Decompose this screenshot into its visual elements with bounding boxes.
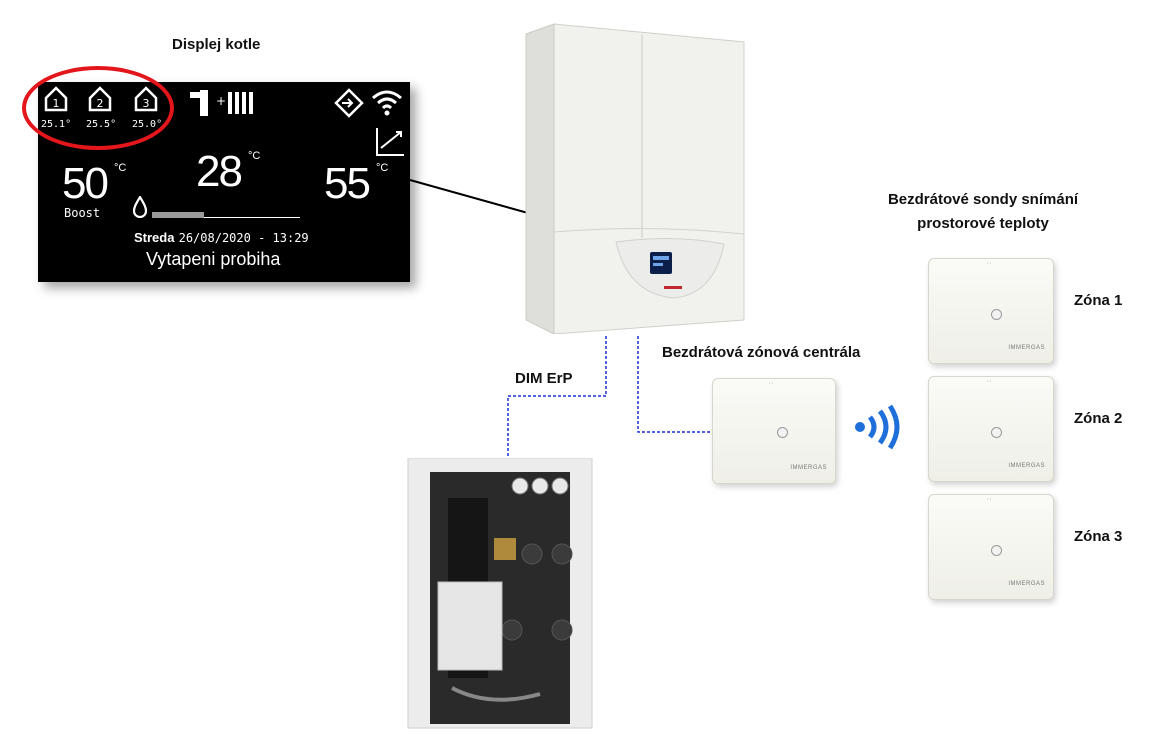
boost-label: Boost: [64, 206, 101, 220]
zone1-sensor-logo: IMMERGAS: [1008, 345, 1045, 351]
zone1-sensor: ' ' IMMERGAS: [928, 258, 1054, 364]
zone-central-unit: ' ' IMMERGAS: [712, 378, 836, 484]
zone3-label: Zóna 3: [1074, 528, 1123, 545]
flame-icon: [132, 194, 148, 222]
day-label: Streda: [134, 230, 175, 245]
datetime-row: Streda 26/08/2020 - 13:29: [134, 230, 309, 246]
sensors-title: Bezdrátové sondy snímání prostorové tepl…: [887, 191, 1079, 232]
room-temp-unit: °C: [248, 150, 261, 162]
zone2-label: Zóna 2: [1074, 410, 1123, 427]
zone3-sensor-logo: IMMERGAS: [1008, 581, 1045, 587]
central-brand-logo: IMMERGAS: [790, 465, 827, 471]
central-title: Bezdrátová zónová centrála: [662, 344, 861, 361]
flow-temp-unit: °C: [376, 162, 389, 174]
zone2-sensor: ' ' IMMERGAS: [928, 376, 1054, 482]
dhw-temp-unit: °C: [114, 162, 127, 174]
boiler-unit: [524, 20, 748, 335]
date-time: 26/08/2020 - 13:29: [178, 231, 309, 245]
dim-label: DIM ErP: [515, 370, 573, 387]
heat-source-diamond-icon: [334, 88, 364, 122]
wireless-signal-icon: [854, 404, 904, 455]
zone1-label: Zóna 1: [1074, 292, 1123, 309]
central-connection-line: [637, 336, 712, 433]
dim-erp-unit: [400, 457, 600, 736]
dhw-temp-value: 50: [62, 159, 109, 208]
zone3-sensor: ' ' IMMERGAS: [928, 494, 1054, 600]
flame-level-bar: [152, 212, 300, 218]
status-text: Vytapeni probiha: [146, 249, 281, 269]
room-temp-value: 28: [196, 147, 243, 196]
dim-connection-line: [507, 336, 607, 458]
zone2-sensor-logo: IMMERGAS: [1008, 463, 1045, 469]
wifi-icon: [370, 88, 404, 120]
flame-level-fill: [152, 212, 204, 218]
heating-curve-icon: [374, 126, 406, 162]
tap-radiator-icon: +: [188, 88, 268, 118]
display-title: Displej kotle: [172, 36, 261, 53]
zone-highlight-ring: [22, 66, 174, 150]
flow-temp-value: 55: [324, 159, 371, 208]
svg-text:+: +: [216, 94, 226, 108]
